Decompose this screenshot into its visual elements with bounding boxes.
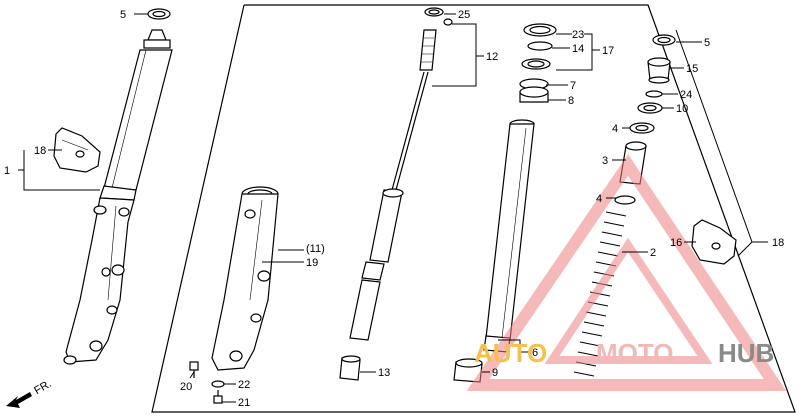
label-14: 14	[572, 43, 584, 55]
label-25: 25	[458, 9, 470, 21]
label-15: 15	[686, 63, 698, 75]
fork-assembly-left	[63, 29, 173, 365]
label-6: 6	[532, 347, 538, 359]
label-12: 12	[486, 51, 498, 63]
label-17: 17	[602, 45, 614, 57]
label-11: (11)	[306, 243, 325, 255]
oil-seal-stack	[519, 23, 557, 103]
label-5-left: 5	[120, 9, 126, 21]
front-arrow	[6, 392, 32, 408]
label-2: 2	[650, 247, 656, 259]
label-22: 22	[238, 379, 250, 391]
label-16: 16	[670, 237, 682, 249]
label-23: 23	[572, 29, 584, 41]
watermark-triangle	[466, 154, 787, 391]
label-24: 24	[680, 89, 692, 101]
label-10: 10	[676, 103, 688, 115]
assembly-frame	[151, 4, 796, 413]
outer-slider-19	[211, 186, 279, 371]
oil-lock-piece-13	[339, 355, 361, 381]
watermark-text: AUTO MOTO HUB	[474, 338, 774, 368]
label-5-right: 5	[704, 37, 710, 49]
label-19: 19	[306, 257, 318, 269]
label-4-mid: 4	[596, 193, 602, 205]
ring-25	[424, 7, 444, 17]
label-3: 3	[602, 155, 608, 167]
label-21: 21	[238, 397, 250, 409]
watermark-moto: MOTO	[596, 338, 674, 368]
label-7: 7	[570, 80, 576, 92]
label-13: 13	[378, 367, 390, 379]
label-1: 1	[4, 165, 10, 177]
fork-guard-left	[53, 127, 101, 173]
watermark-hub: HUB	[718, 338, 774, 368]
part-labels: 5 18 1 25 12 23 14 17 7 8 5 15 24 10 4 3…	[4, 9, 784, 409]
bolts-20-21-22	[189, 361, 225, 404]
watermark-auto: AUTO	[474, 338, 547, 368]
damper-rod-12	[349, 18, 453, 341]
label-18-left: 18	[34, 145, 46, 157]
seal-ring-5-left	[147, 8, 171, 20]
label-18-right: 18	[772, 237, 784, 249]
label-8: 8	[568, 95, 574, 107]
label-fr: FR.	[32, 378, 53, 397]
label-9: 9	[492, 367, 498, 379]
leader-lines	[18, 13, 768, 403]
slider-bushing-9	[453, 358, 483, 383]
fork-guard-right	[691, 219, 737, 265]
label-20: 20	[180, 381, 192, 393]
label-4-top: 4	[612, 123, 618, 135]
